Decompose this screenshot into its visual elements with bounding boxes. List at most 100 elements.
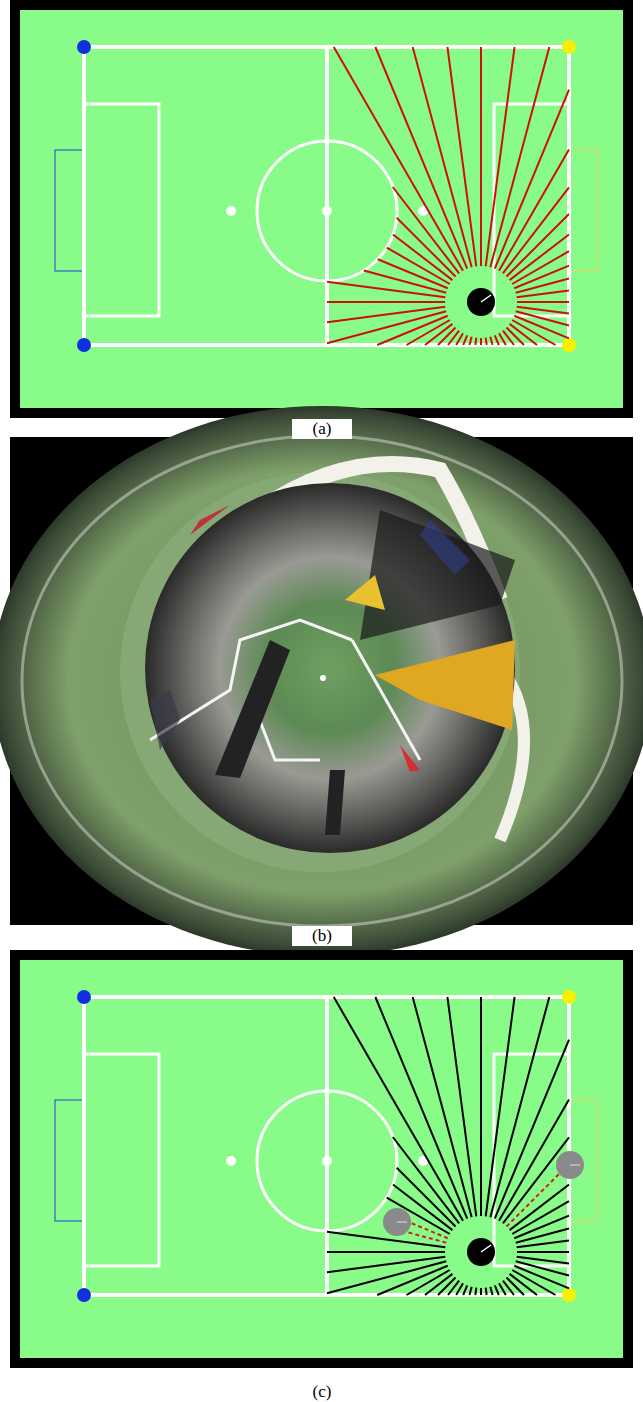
scan-ray [517, 290, 569, 297]
scan-ray [495, 1285, 499, 1295]
mirror-rim [0, 406, 643, 956]
scan-ray [517, 301, 569, 303]
wall-reflection [150, 690, 180, 750]
scan-ray [438, 1277, 456, 1295]
field-panel [10, 0, 633, 418]
blue-goal [55, 150, 84, 271]
scan-ray [327, 311, 446, 343]
scan-ray [499, 1283, 506, 1295]
scan-ray [517, 1251, 569, 1253]
scan-ray [327, 1257, 445, 1273]
obstacle-heading [570, 1165, 580, 1166]
penalty-area [84, 1054, 159, 1266]
dark-wedge [360, 510, 515, 640]
obstacle-ray [407, 1232, 447, 1243]
scan-ray [463, 335, 467, 345]
scan-ray [512, 1270, 555, 1295]
scan-ray [397, 218, 456, 277]
scan-ray [474, 1288, 477, 1295]
scan-ray [516, 311, 569, 325]
corner-post [562, 40, 576, 54]
field [20, 960, 623, 1358]
corner-post [77, 40, 91, 54]
scan-ray [512, 251, 569, 284]
corner-post [562, 990, 576, 1004]
inner-view [145, 483, 515, 853]
scan-ray [456, 1283, 463, 1295]
obstacle [556, 1151, 584, 1179]
scan-ray [447, 997, 476, 1216]
robot-heading [481, 1245, 491, 1252]
robot-heading [481, 295, 491, 302]
scan-ray [512, 1201, 569, 1234]
center-line [325, 997, 329, 1295]
scan-ray [517, 1240, 569, 1247]
scan-ray [327, 1251, 445, 1253]
robot [467, 1238, 495, 1266]
panel-label: (a) [292, 419, 352, 439]
panel-label: (c) [292, 1382, 352, 1402]
corner-post [77, 1288, 91, 1302]
scan-ray [474, 338, 477, 345]
center-spot [320, 675, 326, 681]
blue-goal [55, 1100, 84, 1221]
robot [467, 288, 495, 316]
spot [226, 1156, 236, 1166]
scan-ray [327, 282, 445, 298]
spot [322, 1156, 332, 1166]
scan-ray [393, 234, 452, 280]
scan-ray [463, 1285, 467, 1295]
scan-ray [480, 997, 482, 1216]
scan-ray [495, 335, 499, 345]
frame [10, 0, 633, 418]
obstacle [383, 1208, 411, 1236]
camera-image [0, 406, 643, 956]
scan-ray [506, 1277, 524, 1295]
corner-post [562, 338, 576, 352]
red-marker [400, 745, 420, 772]
scan-ray [490, 1287, 492, 1295]
scan-ray [506, 327, 524, 345]
scan-ray [469, 337, 471, 345]
scan-ray [517, 1257, 569, 1264]
center-circle [257, 1091, 397, 1231]
spot [322, 206, 332, 216]
scan-ray [480, 1288, 482, 1295]
scan-ray [447, 47, 476, 266]
center-circle [257, 141, 397, 281]
scan-ray [327, 1232, 445, 1248]
scan-ray [480, 338, 482, 345]
scan-ray [393, 187, 459, 273]
frame [10, 950, 633, 1368]
scan-ray [499, 150, 569, 271]
scan-ray [506, 214, 569, 277]
panel-label: (b) [292, 926, 352, 946]
rim-highlight [22, 436, 622, 926]
field-line [352, 640, 420, 760]
scan-ray [327, 301, 445, 303]
scan-ray [469, 1287, 471, 1295]
scan-ray [438, 327, 456, 345]
penalty-area [84, 104, 159, 316]
corner-post [562, 1288, 576, 1302]
obstacle-ray [506, 1174, 559, 1227]
scan-ray [485, 1288, 488, 1295]
scan-ray [516, 1261, 569, 1275]
corner-post [77, 990, 91, 1004]
scan-ray [499, 333, 506, 345]
scan-ray [517, 307, 569, 314]
scan-ray [490, 337, 492, 345]
field [20, 10, 623, 408]
yellow-goal [569, 150, 598, 271]
scan-ray [327, 1261, 446, 1293]
scan-ray [512, 320, 555, 345]
green-ring [120, 472, 520, 872]
corner-post [77, 338, 91, 352]
robot-reflection [325, 770, 345, 835]
center-line [325, 47, 329, 345]
field-panel [10, 950, 633, 1368]
wall-reflection [420, 520, 470, 575]
scan-ray [456, 333, 463, 345]
spot [226, 206, 236, 216]
